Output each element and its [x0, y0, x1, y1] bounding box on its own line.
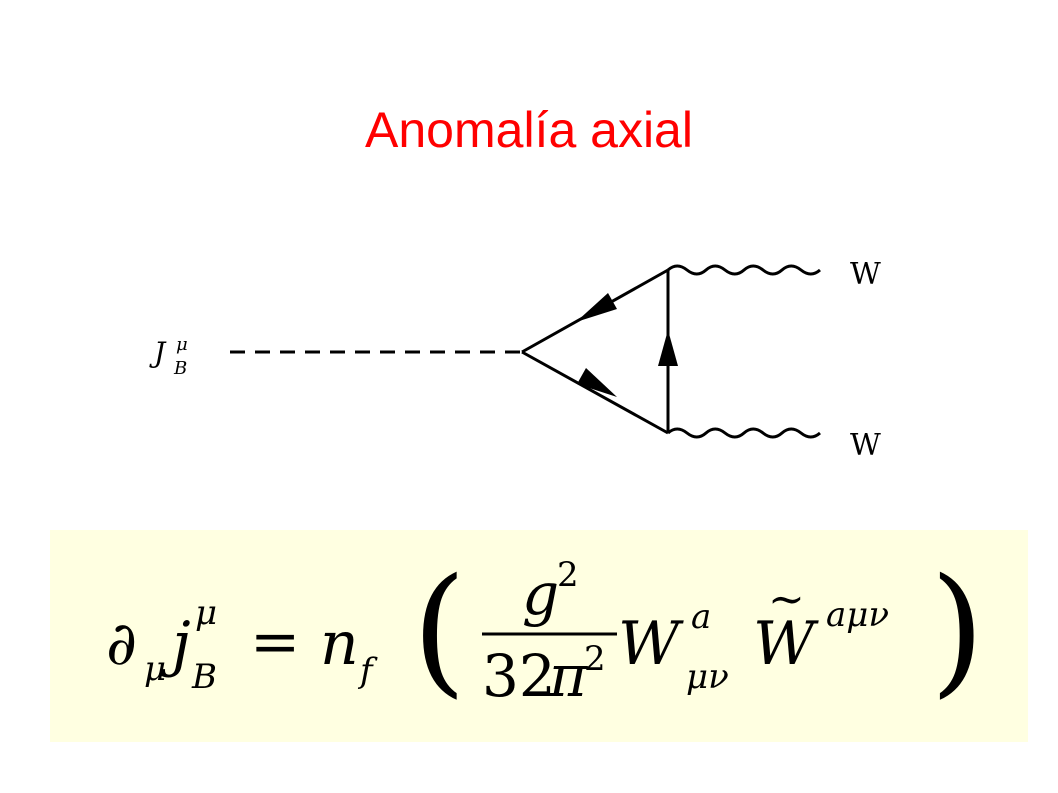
wboson-top-wavy: [667, 264, 821, 276]
eq-partial-index: μ: [144, 649, 166, 689]
anomaly-equation: ∂ μ j μ B = n f ( g 2 32 π 2 W a μν ~ W …: [106, 549, 985, 712]
arrow-vertical: [658, 330, 678, 366]
eq-close-paren: ): [930, 549, 985, 712]
eq-equals: =: [250, 607, 300, 677]
eq-field: W: [618, 609, 684, 679]
eq-open-paren: (: [412, 549, 467, 712]
eq-dual-field: W: [753, 609, 819, 679]
eq-denominator-num: 32: [482, 642, 556, 710]
current-label-base: J: [149, 336, 167, 369]
eq-nf-sub: f: [357, 651, 378, 691]
eq-field-sub: μν: [686, 657, 729, 697]
current-label-superscript: μ: [176, 334, 188, 355]
current-label-subscript: B: [173, 358, 187, 379]
eq-denominator-sup: 2: [584, 639, 606, 679]
eq-dual-sup: aμν: [826, 595, 889, 635]
eq-partial: ∂: [106, 609, 137, 679]
current-label: J μ B: [149, 334, 188, 379]
wboson-top-label: W: [850, 257, 881, 292]
arrow-upper: [576, 293, 617, 322]
equation-box: ∂ μ j μ B = n f ( g 2 32 π 2 W a μν ~ W …: [50, 530, 1028, 742]
eq-nf: n: [320, 609, 359, 679]
arrow-lower: [577, 368, 617, 397]
eq-field-sup: a: [691, 597, 711, 637]
wboson-bottom-label: W: [850, 428, 881, 463]
fermion-line-lower: [521, 350, 669, 435]
eq-denominator-pi: π: [548, 642, 588, 710]
eq-numerator: g: [522, 560, 559, 628]
eq-dual-tilde: ~: [768, 574, 805, 625]
eq-current-sup: μ: [195, 593, 217, 633]
eq-numerator-sup: 2: [557, 555, 579, 595]
slide-title: Anomalía axial: [365, 102, 693, 158]
wboson-bottom-wavy: [667, 427, 821, 439]
eq-current-sub: B: [191, 657, 217, 697]
